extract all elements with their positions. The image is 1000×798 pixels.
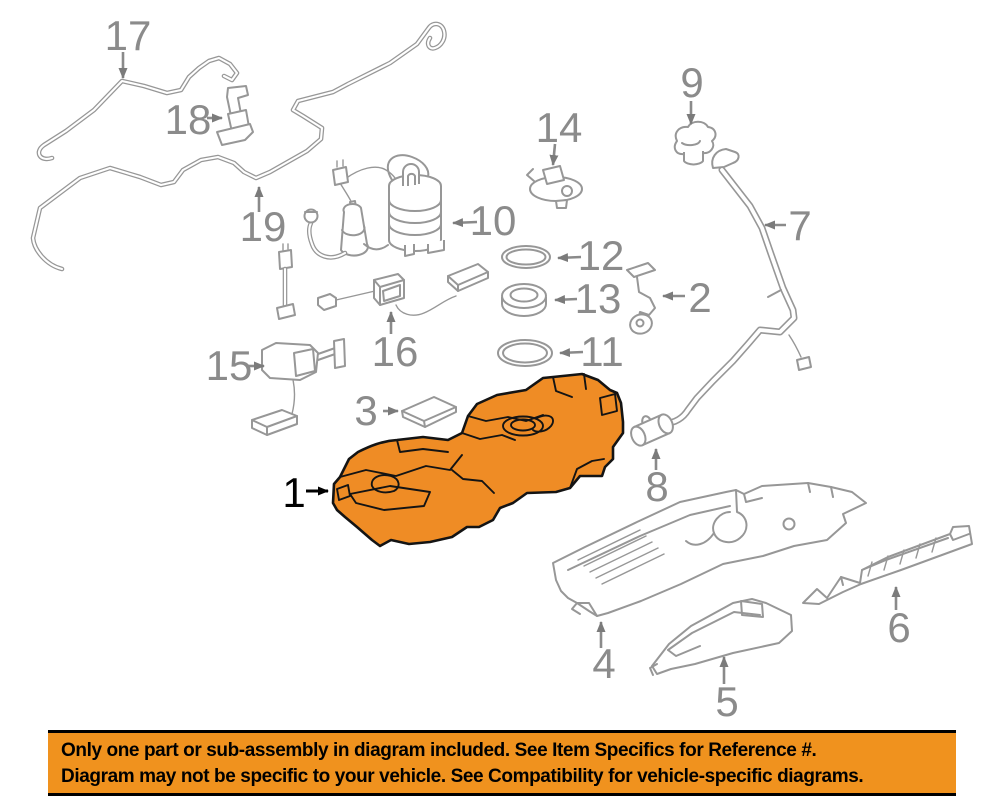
part-1-fuel-tank-highlighted [331, 372, 625, 548]
part-10-fuel-pump-module [303, 154, 445, 257]
part-17-fuel-line-upper [39, 55, 240, 159]
callout-12-arrow [557, 253, 582, 263]
part-13-seal-ring [501, 283, 547, 317]
part-15-fuel-level-sensor [251, 243, 346, 436]
callouts: 17 18 19 10 14 9 7 12 13 2 11 15 16 3 1 … [105, 12, 911, 725]
callout-2-label: 2 [688, 274, 711, 321]
callout-12-label: 12 [578, 232, 625, 279]
callout-11-label: 11 [580, 328, 624, 375]
part-18-line-clip [216, 85, 254, 146]
callout-15-label: 15 [206, 342, 253, 389]
part-14-pump-lock-ring [526, 165, 583, 209]
part-9-fuel-cap [673, 120, 717, 166]
callout-19-label: 19 [240, 203, 287, 250]
callout-9-label: 9 [680, 59, 703, 106]
callout-10-arrow [452, 218, 478, 228]
part-5-shield [649, 598, 793, 676]
callout-17-label: 17 [105, 12, 152, 59]
callout-7-label: 7 [788, 202, 811, 249]
callout-5-label: 5 [715, 678, 738, 725]
part-8-filler-hose-sleeve [630, 413, 674, 447]
part-16-sender-harness [317, 263, 489, 316]
part-4-skid-plate [552, 482, 867, 617]
callout-1-label: 1 [282, 469, 305, 516]
part-7-filler-pipe [641, 148, 812, 431]
disclaimer-line2: Diagram may not be specific to your vehi… [61, 766, 864, 787]
callout-6-label: 6 [887, 604, 910, 651]
part-3-mounting-pad [401, 396, 457, 428]
callout-3-label: 3 [354, 387, 377, 434]
callout-14-arrow [549, 143, 559, 166]
disclaimer-banner: Only one part or sub-assembly in diagram… [48, 730, 956, 796]
callout-16-label: 16 [372, 328, 419, 375]
disclaimer-line1: Only one part or sub-assembly in diagram… [61, 740, 817, 761]
part-12-o-ring [501, 245, 551, 269]
part-19-fuel-line-lower [30, 24, 444, 269]
part-6-support-rail [802, 525, 973, 605]
callout-18-label: 18 [165, 96, 212, 143]
callout-13-arrow [554, 295, 578, 305]
callout-4-label: 4 [592, 640, 615, 687]
callout-14-label: 14 [536, 104, 583, 151]
callout-8-label: 8 [645, 463, 668, 510]
part-2-bracket [626, 262, 656, 335]
callout-10-label: 10 [470, 197, 517, 244]
part-11-o-ring-large [497, 339, 553, 367]
parts-diagram: 17 18 19 10 14 9 7 12 13 2 11 15 16 3 1 … [30, 12, 973, 725]
callout-11-arrow [559, 348, 584, 358]
callout-13-label: 13 [575, 275, 622, 322]
